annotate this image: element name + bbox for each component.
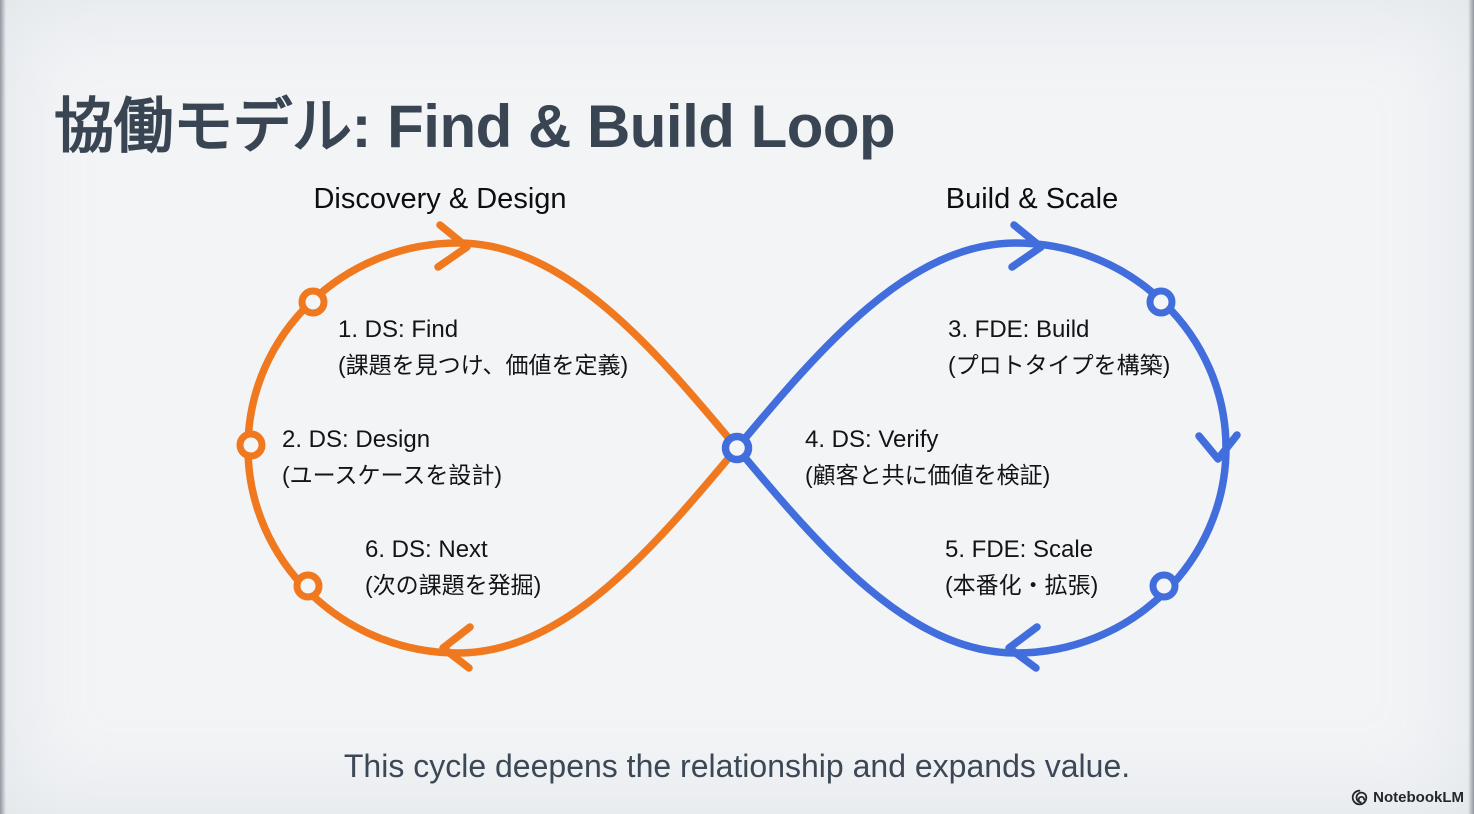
node-subtitle: (ユースケースを設計) [282,462,503,488]
watermark-label: NotebookLM [1373,789,1464,806]
footer-caption: This cycle deepens the relationship and … [343,748,1131,784]
node-label-build: 3. FDE: Build (プロトタイプを構築) [948,314,1170,381]
notebooklm-swirl-icon [1351,789,1368,806]
right-loop-label: Build & Scale [945,183,1119,215]
node-title: 5. FDE: Scale [945,536,1094,563]
node-subtitle: (顧客と共に価値を検証) [805,462,1051,488]
right-loop-bottom-arrow-icon [1005,623,1041,672]
left-loop-top-arrow-icon [434,221,471,271]
node-marker-find [298,287,328,317]
node-marker-verify-center [721,432,753,464]
node-marker-scale [1149,571,1179,601]
right-loop-top-arrow-icon [1008,221,1045,271]
node-subtitle: (次の課題を発掘) [365,572,542,598]
node-label-verify: 4. DS: Verify (顧客と共に価値を検証) [805,424,1050,491]
node-label-find: 1. DS: Find (課題を見つけ、価値を定義) [338,314,628,381]
notebooklm-watermark: NotebookLM [1351,789,1464,806]
node-label-next: 6. DS: Next (次の課題を発掘) [365,534,541,601]
node-marker-next [293,571,323,601]
node-title: 2. DS: Design [282,426,431,453]
node-marker-design [236,430,266,460]
node-label-scale: 5. FDE: Scale (本番化・拡張) [945,534,1098,601]
node-subtitle: (本番化・拡張) [945,572,1099,598]
node-label-design: 2. DS: Design (ユースケースを設計) [282,424,502,491]
left-loop-label: Discovery & Design [313,183,567,215]
node-title: 6. DS: Next [365,536,488,563]
node-title: 1. DS: Find [338,316,459,343]
left-loop-bottom-arrow-icon [439,623,474,672]
node-title: 3. FDE: Build [948,316,1090,343]
node-subtitle: (課題を見つけ、価値を定義) [338,352,629,378]
page-title: 協働モデル: Find & Build Loop [54,93,896,161]
right-loop-side-arrow-icon [1195,431,1241,463]
node-marker-build [1146,287,1176,317]
node-title: 4. DS: Verify [805,426,939,453]
node-subtitle: (プロトタイプを構築) [948,352,1171,378]
